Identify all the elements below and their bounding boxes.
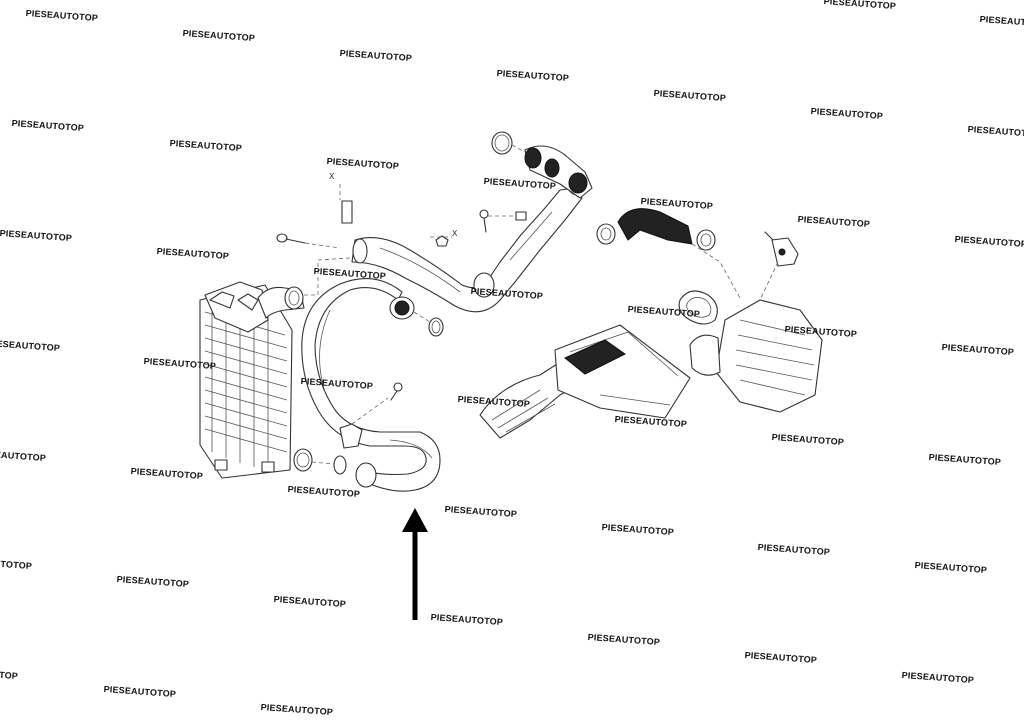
- gasket-ring: [678, 290, 718, 325]
- intercooler: [199, 281, 293, 479]
- lower-charge-pipe: [301, 278, 441, 492]
- lower-connector: [293, 448, 347, 475]
- bolt-left: [276, 233, 306, 244]
- air-intake-duct: [479, 324, 691, 439]
- lower-pipe-bracket: [339, 382, 403, 449]
- turbo-rubber-hose: [596, 208, 716, 251]
- callout-x-upper: X: [329, 172, 335, 181]
- clamp-x-upper: [341, 200, 353, 224]
- o-ring-mid: [428, 317, 444, 337]
- highlight-arrow: [402, 508, 428, 620]
- bolt-middle: [479, 209, 527, 233]
- clip-x-lower: [435, 235, 449, 247]
- callout-x-lower: X: [452, 229, 458, 238]
- turbo-assembly: [689, 299, 823, 413]
- pressure-sensor: [764, 231, 799, 267]
- o-ring-top: [491, 131, 513, 155]
- upper-rubber-connector: [524, 145, 593, 199]
- intercooler-inlet-hose: [257, 286, 305, 319]
